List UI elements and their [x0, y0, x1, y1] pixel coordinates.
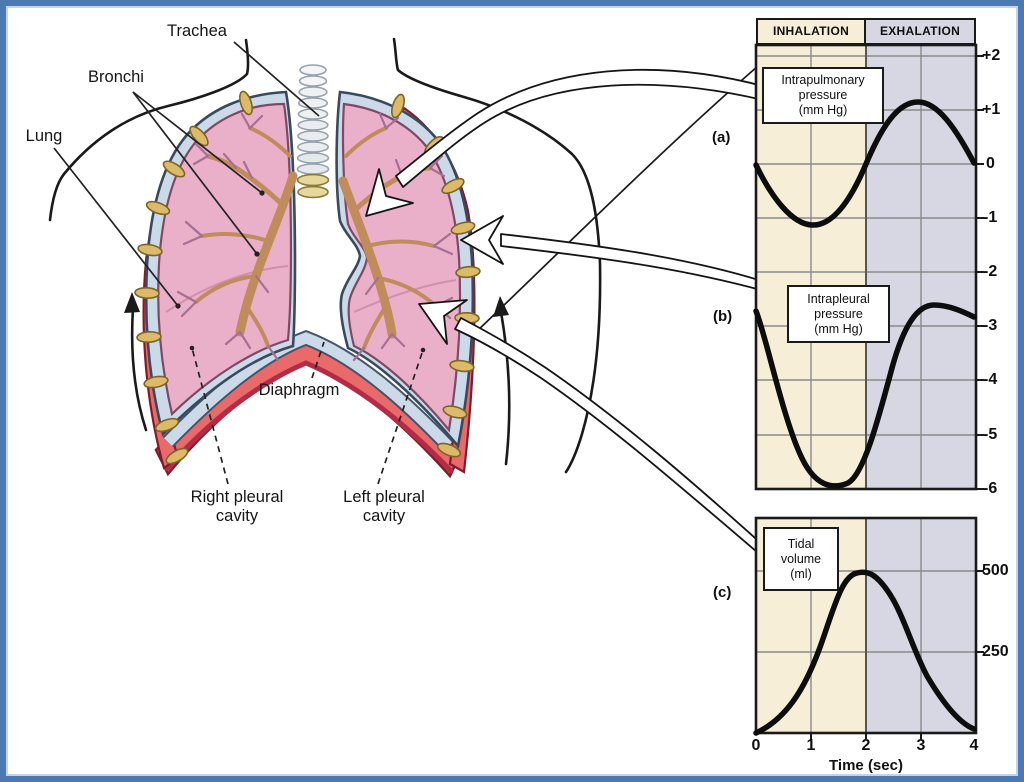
pleural-lining-fill	[164, 332, 452, 450]
xtick-2: 2	[861, 737, 871, 754]
xtick-0: 0	[751, 737, 761, 754]
tidal-arrow-head	[418, 299, 468, 345]
ytick-minus3: -3	[983, 317, 998, 334]
left-pleural-cavity-label: Left pleural cavity	[343, 488, 425, 525]
right-lung	[144, 90, 298, 437]
right-bronchial-twigs	[176, 112, 280, 362]
ytick-zero: 0	[986, 155, 995, 172]
intrapulmonary-pressure-box: Intrapulmonary pressure (mm Hg)	[762, 67, 884, 124]
exhalation-header: EXHALATION	[864, 18, 976, 45]
xtick-4: 4	[969, 737, 979, 754]
intrapulmonary-arrow-band	[395, 68, 764, 188]
tidal-volume-box: Tidal volume (ml)	[763, 527, 839, 591]
panel-c-tag: (c)	[713, 584, 732, 601]
panel-a-tag: (a)	[712, 129, 731, 146]
right-lung-fissure	[165, 265, 289, 313]
tidal-arrow-band	[454, 317, 765, 559]
right-bronchial-tree	[194, 126, 298, 348]
ytick-minus5: -5	[983, 426, 998, 443]
right-pleural-cavity-label: Right pleural cavity	[190, 488, 284, 525]
ytick-minus2: -2	[983, 263, 998, 280]
bronchi-label: Bronchi	[88, 68, 144, 86]
intrapulmonary-arrow-head	[365, 168, 414, 217]
intrapleural-curve	[753, 302, 977, 489]
body-outline	[48, 37, 602, 474]
xtick-1: 1	[806, 737, 816, 754]
tidal-volume-curve	[753, 569, 977, 736]
ytick-plus2: +2	[982, 47, 1001, 64]
ytick-minus4: -4	[983, 371, 998, 388]
diaphragm-lower-edge	[164, 360, 454, 474]
inhalation-header: INHALATION	[756, 18, 866, 45]
connector-line	[473, 65, 759, 335]
ytick-500: 500	[982, 562, 1009, 579]
intrapleural-arrow-head	[460, 215, 504, 265]
intrapleural-arrow-band	[500, 233, 790, 299]
intrapulmonary-curve	[753, 99, 977, 228]
ytick-plus1: +1	[982, 101, 1001, 118]
trachea-shape	[296, 64, 330, 199]
lung-label: Lung	[25, 127, 63, 145]
diaphragm-label: Diaphragm	[258, 381, 340, 399]
ytick-250: 250	[982, 643, 1009, 660]
flow-arrows	[365, 68, 790, 559]
leader-dots	[175, 190, 426, 353]
intrapleural-pressure-box: Intrapleural pressure (mm Hg)	[787, 285, 890, 343]
leader-lines	[53, 41, 424, 485]
panel-b-tag: (b)	[713, 308, 733, 325]
trachea-label: Trachea	[167, 22, 227, 40]
xtick-3: 3	[916, 737, 926, 754]
ytick-minus1: -1	[983, 209, 998, 226]
ytick-minus6: -6	[983, 480, 998, 497]
time-axis-label: Time (sec)	[829, 757, 903, 774]
